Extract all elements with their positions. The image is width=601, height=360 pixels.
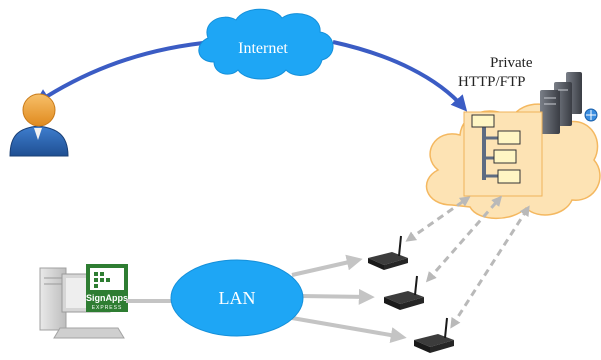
lan-node: LAN <box>170 259 304 337</box>
server-stack-icon <box>540 72 598 134</box>
lan-label: LAN <box>219 288 256 308</box>
signapps-logo: SignApps EXPRESS <box>86 264 128 312</box>
signapps-logo-subtext: EXPRESS <box>92 305 123 311</box>
internet-cloud: Internet <box>198 8 334 80</box>
internet-label: Internet <box>238 40 288 57</box>
media-player-icon <box>414 317 454 353</box>
server-label-line1: Private <box>490 55 533 71</box>
folder-tree-icon <box>463 111 543 197</box>
media-player-icon <box>384 275 424 310</box>
lan-links <box>126 254 407 343</box>
user-icon <box>9 93 69 157</box>
player-server-links <box>405 195 530 329</box>
internet-to-user-arrow <box>33 40 213 105</box>
server-label-line2: HTTP/FTP <box>458 74 526 90</box>
server-to-internet-arrow <box>332 40 468 112</box>
media-player-icon <box>368 235 408 270</box>
signapps-logo-text: SignApps <box>86 293 128 303</box>
